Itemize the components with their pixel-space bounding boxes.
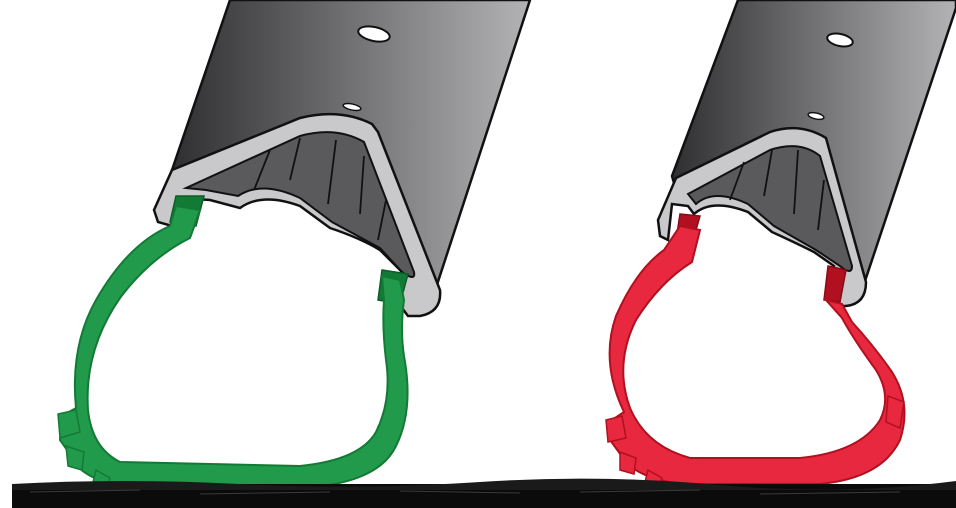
ground xyxy=(12,478,956,508)
left-rim-ribs xyxy=(253,137,387,241)
ground-texture xyxy=(12,478,956,490)
right-tire xyxy=(608,224,906,485)
right-valve-hole-inner xyxy=(807,111,825,121)
left-rim-cavity xyxy=(182,131,416,278)
right-tire-tread xyxy=(605,394,905,491)
left-valve-hole xyxy=(357,25,391,43)
right-wheel-assembly xyxy=(605,0,956,491)
left-tire xyxy=(58,204,409,490)
ground-scratches xyxy=(29,489,901,495)
right-tire-bead-right xyxy=(823,265,847,303)
right-rim-cavity xyxy=(686,145,854,272)
right-valve-hole xyxy=(826,32,854,48)
left-valve-hole-inner xyxy=(342,102,362,112)
left-wheel-assembly xyxy=(57,0,532,491)
right-rim-ribs xyxy=(729,149,825,231)
